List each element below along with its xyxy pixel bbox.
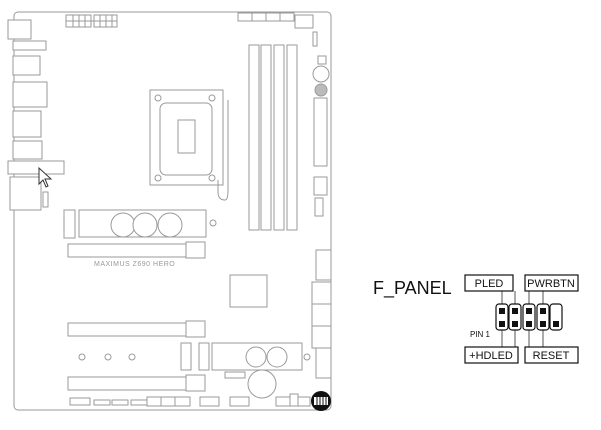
hdled-label: +HDLED [469, 350, 513, 362]
reset-label: RESET [533, 350, 570, 362]
m2-slot-top [63, 209, 217, 239]
buttons [312, 55, 330, 97]
f-panel-location-highlight [311, 391, 331, 411]
motherboard: MAXIMUS Z690 HERO [7, 11, 332, 411]
right-edge-connectors [311, 249, 332, 379]
power-8pin-connector [313, 176, 328, 196]
pled-box [464, 274, 514, 292]
pled-label: PLED [475, 278, 504, 290]
sata-port [314, 197, 324, 217]
cpu-socket [149, 89, 229, 201]
mouse-cursor-icon [38, 166, 53, 188]
pwrbtn-label: PWRBTN [527, 278, 575, 290]
f-panel-header [495, 303, 563, 331]
pcie-slot-1 [67, 241, 206, 259]
f-panel-title: F_PANEL [373, 278, 452, 299]
hdled-box [464, 346, 519, 364]
pin1-label: PIN 1 [470, 330, 491, 339]
m2-slot-bottom [211, 342, 311, 371]
header-small [224, 371, 246, 379]
dimm-slots [248, 44, 298, 231]
bottom-headers [69, 393, 311, 407]
reset-box [524, 346, 579, 364]
standoffs [78, 353, 136, 361]
rear-io-ports [7, 19, 65, 211]
board-model-label: MAXIMUS Z690 HERO [94, 261, 175, 268]
atx-24pin-connector [313, 97, 328, 167]
cpu-power-connectors [65, 14, 118, 28]
cmos-battery [247, 369, 277, 399]
pcie-slot-3 [67, 374, 206, 392]
pcie-slot-2 [67, 320, 206, 338]
f-panel-pinout: F_PANEL PLED PWRBTN +HDLED RESET [373, 274, 579, 364]
small-slot [180, 342, 192, 371]
chipset [229, 274, 268, 308]
fan-headers-top [237, 12, 318, 47]
small-slot [198, 342, 210, 371]
pwrbtn-box [524, 274, 579, 292]
